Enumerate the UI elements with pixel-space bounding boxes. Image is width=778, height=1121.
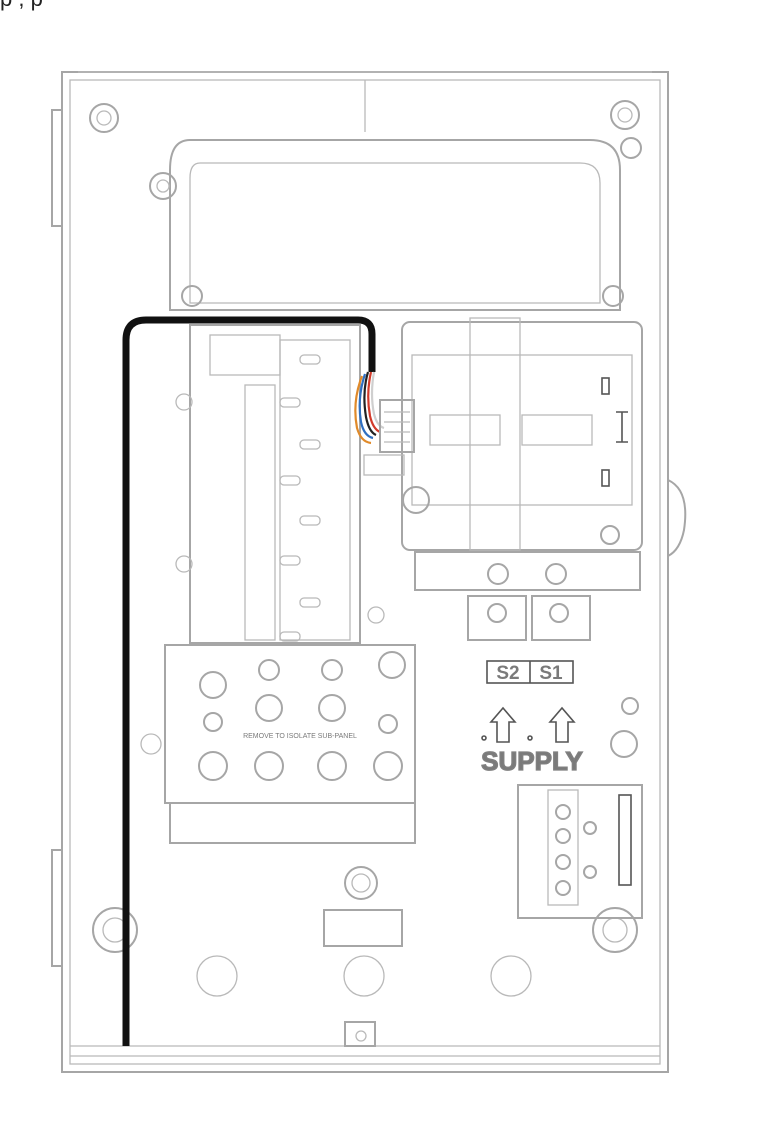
meter-socket <box>401 317 643 551</box>
data-connector <box>363 399 415 476</box>
door-latch <box>667 479 687 557</box>
knockouts <box>196 866 532 1047</box>
terminal-s2-label: S2 <box>496 663 519 684</box>
supply-label: SUPPLY <box>481 746 583 776</box>
neutral-ground-bar <box>517 784 643 919</box>
meter-window <box>149 137 642 311</box>
mounting-holes <box>89 100 640 953</box>
bus-module <box>175 324 385 644</box>
communication-cable <box>122 316 376 1046</box>
left-hinges <box>51 109 63 967</box>
terminal-s1-label: S1 <box>539 663 563 684</box>
terminal-label-s2-s1: S2 S1 <box>486 660 574 684</box>
isolate-note: REMOVE TO ISOLATE SUB-PANEL <box>243 733 357 740</box>
service-terminals <box>414 551 641 641</box>
supply-indicator: SUPPLY <box>481 697 639 777</box>
page-caption-fragment: p , p <box>0 0 778 16</box>
enclosure-frame <box>61 71 669 1073</box>
main-lugs: REMOVE TO ISOLATE SUB-PANEL <box>140 644 416 844</box>
